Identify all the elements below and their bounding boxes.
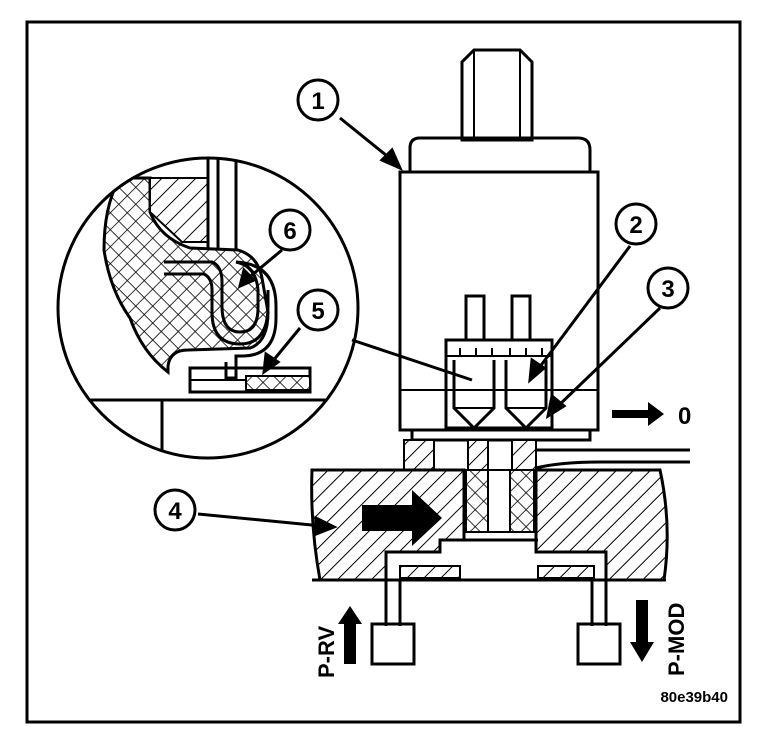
flow-arrow	[362, 490, 442, 546]
svg-text:0: 0	[678, 403, 691, 430]
svg-text:P-RV: P-RV	[314, 626, 339, 678]
pressure-modulated-label: P-MOD	[630, 600, 689, 676]
solenoid-assembly	[398, 48, 600, 442]
callout-2: 2	[614, 202, 658, 246]
callout-4: 4	[153, 488, 197, 532]
svg-text:2: 2	[629, 212, 642, 239]
svg-text:6: 6	[283, 218, 296, 245]
callout-5: 5	[296, 288, 340, 332]
figure-id: 80e39b40	[660, 689, 728, 706]
svg-text:4: 4	[168, 498, 182, 525]
svg-text:5: 5	[311, 298, 324, 325]
leader-lines	[197, 116, 662, 537]
svg-text:3: 3	[661, 276, 674, 303]
magnifier-leader	[351, 338, 473, 382]
callout-6: 6	[268, 208, 312, 252]
outlet-label: 0	[612, 402, 691, 430]
callout-1: 1	[296, 78, 340, 122]
pressure-relief-label: P-RV	[314, 606, 362, 678]
callout-3: 3	[646, 266, 690, 310]
svg-text:P-MOD: P-MOD	[664, 603, 689, 676]
svg-text:1: 1	[311, 88, 324, 115]
